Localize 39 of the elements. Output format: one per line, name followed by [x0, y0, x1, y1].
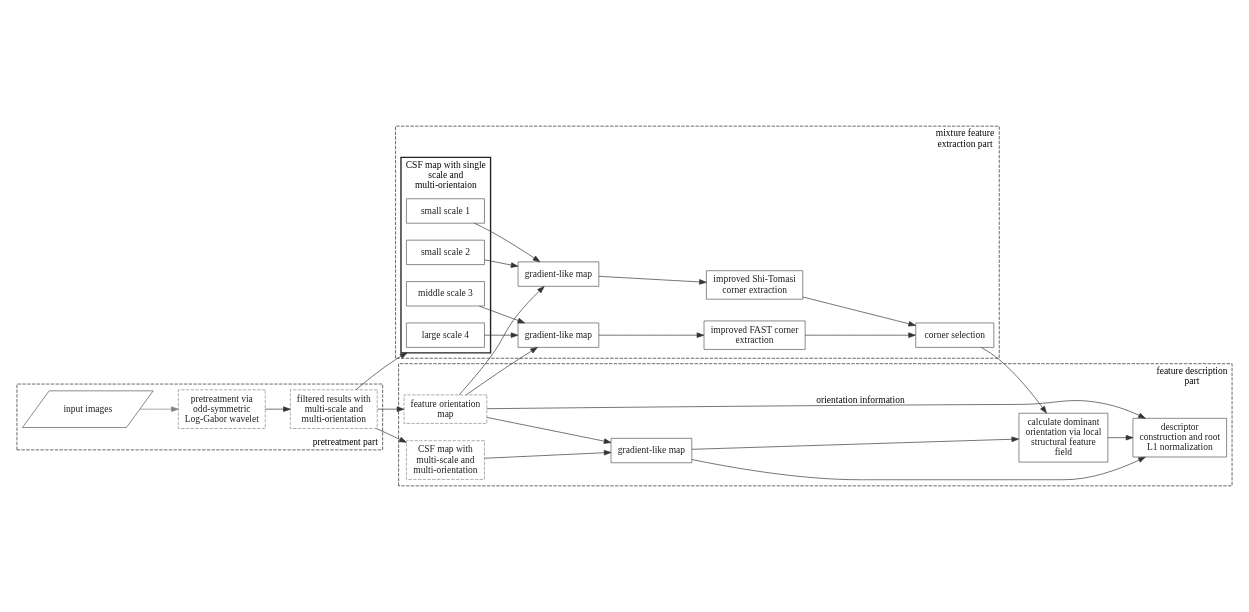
arrow	[484, 259, 519, 268]
node-box: CSF map with multi-scale and multi-orientation	[406, 440, 485, 480]
arrow	[466, 347, 538, 396]
arrow	[802, 296, 916, 327]
arrow	[598, 276, 707, 285]
arrow	[804, 332, 916, 338]
node-box: calculate dominant orientation via local structural feature field	[1018, 412, 1109, 463]
node-box: small scale 2	[406, 239, 485, 265]
node-box: gradient-like map	[517, 322, 600, 348]
arrow	[691, 436, 1019, 450]
arrow	[486, 400, 1146, 419]
arrow	[478, 305, 526, 324]
node-box: descriptor construction and root L1 normalization	[1132, 418, 1227, 458]
node-box: middle scale 3	[406, 281, 485, 307]
arrow	[474, 222, 541, 263]
node-box: improved FAST corner extraction	[703, 320, 806, 350]
node-box: gradient-like map	[517, 261, 600, 287]
edge-label: orientation information	[816, 394, 905, 405]
node-box: improved Shi-Tomasi corner extraction	[706, 270, 804, 300]
arrow	[691, 456, 1146, 481]
node-box: corner selection	[915, 322, 995, 348]
node-box: feature orientation map	[403, 394, 488, 424]
arrow	[377, 406, 405, 412]
arrow	[484, 332, 519, 338]
arrow	[486, 417, 612, 444]
node-box: gradient-like map	[610, 438, 693, 464]
node-box: small scale 1	[406, 198, 485, 224]
node-box: pretreatment via odd-symmetric Log-Gabor wavelet	[178, 389, 266, 429]
arrow	[1107, 434, 1134, 441]
arrow	[139, 406, 179, 412]
arrow	[355, 352, 408, 391]
arrow	[980, 347, 1047, 414]
arrow	[376, 428, 407, 443]
arrow	[458, 286, 545, 396]
arrow	[484, 450, 612, 459]
arrow	[264, 406, 291, 412]
arrow	[598, 332, 705, 338]
node-box: filtered results with multi-scale and multi-orientation	[290, 389, 378, 429]
node-box: large scale 4	[406, 322, 485, 348]
